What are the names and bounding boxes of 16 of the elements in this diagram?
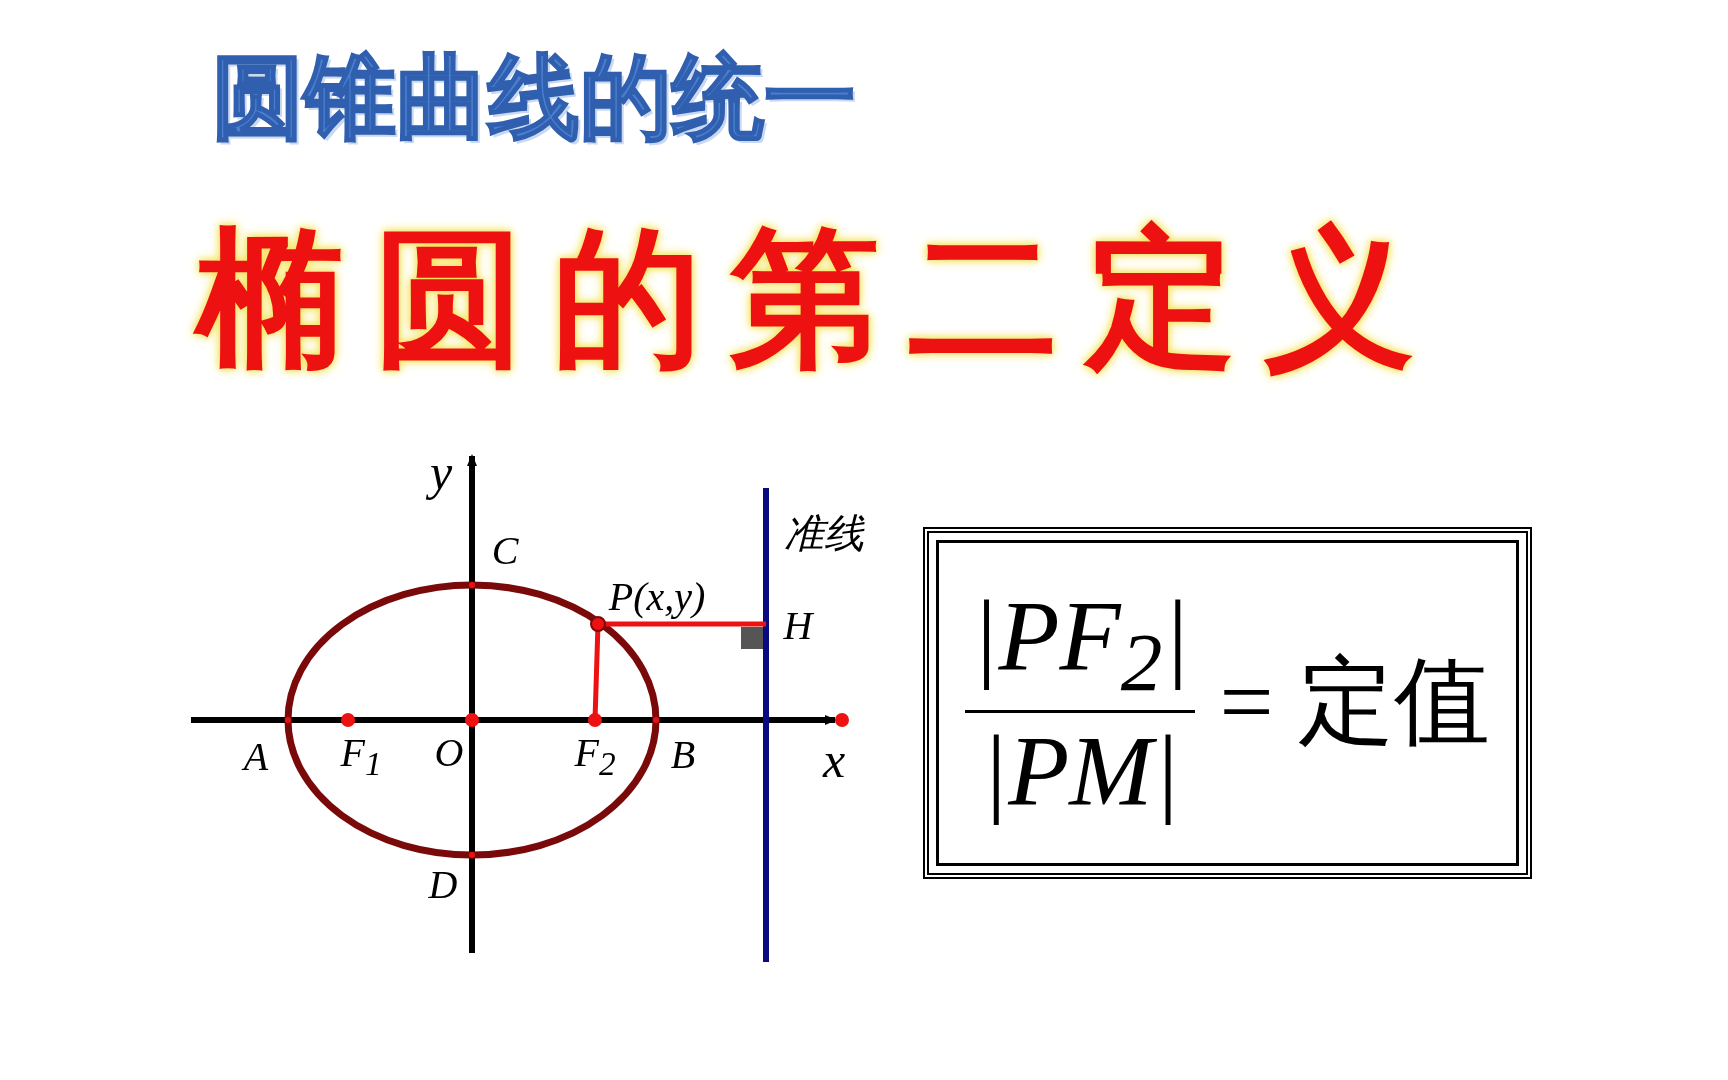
formula-numerator: |PF$_{2}$| [971, 578, 1190, 710]
formula-box [923, 527, 1532, 879]
point-label: F$_{2}$ [574, 733, 616, 781]
title: 圆锥曲线的统一 [212, 43, 856, 153]
formula-denominator: |PM| [980, 714, 1181, 829]
formula-text: = 定值 [1219, 647, 1490, 757]
point-label: C [491, 531, 519, 571]
point-label: B [670, 735, 696, 775]
point-label: A [243, 737, 269, 777]
directrix-label: 准线 [784, 514, 864, 554]
point-label: F$_{1}$ [340, 733, 382, 781]
point-label: H [783, 606, 813, 646]
point-label: P(x,y) [608, 577, 706, 617]
axis-label: x [822, 735, 846, 785]
point-label: D [428, 865, 458, 905]
point-label: O [434, 733, 464, 773]
